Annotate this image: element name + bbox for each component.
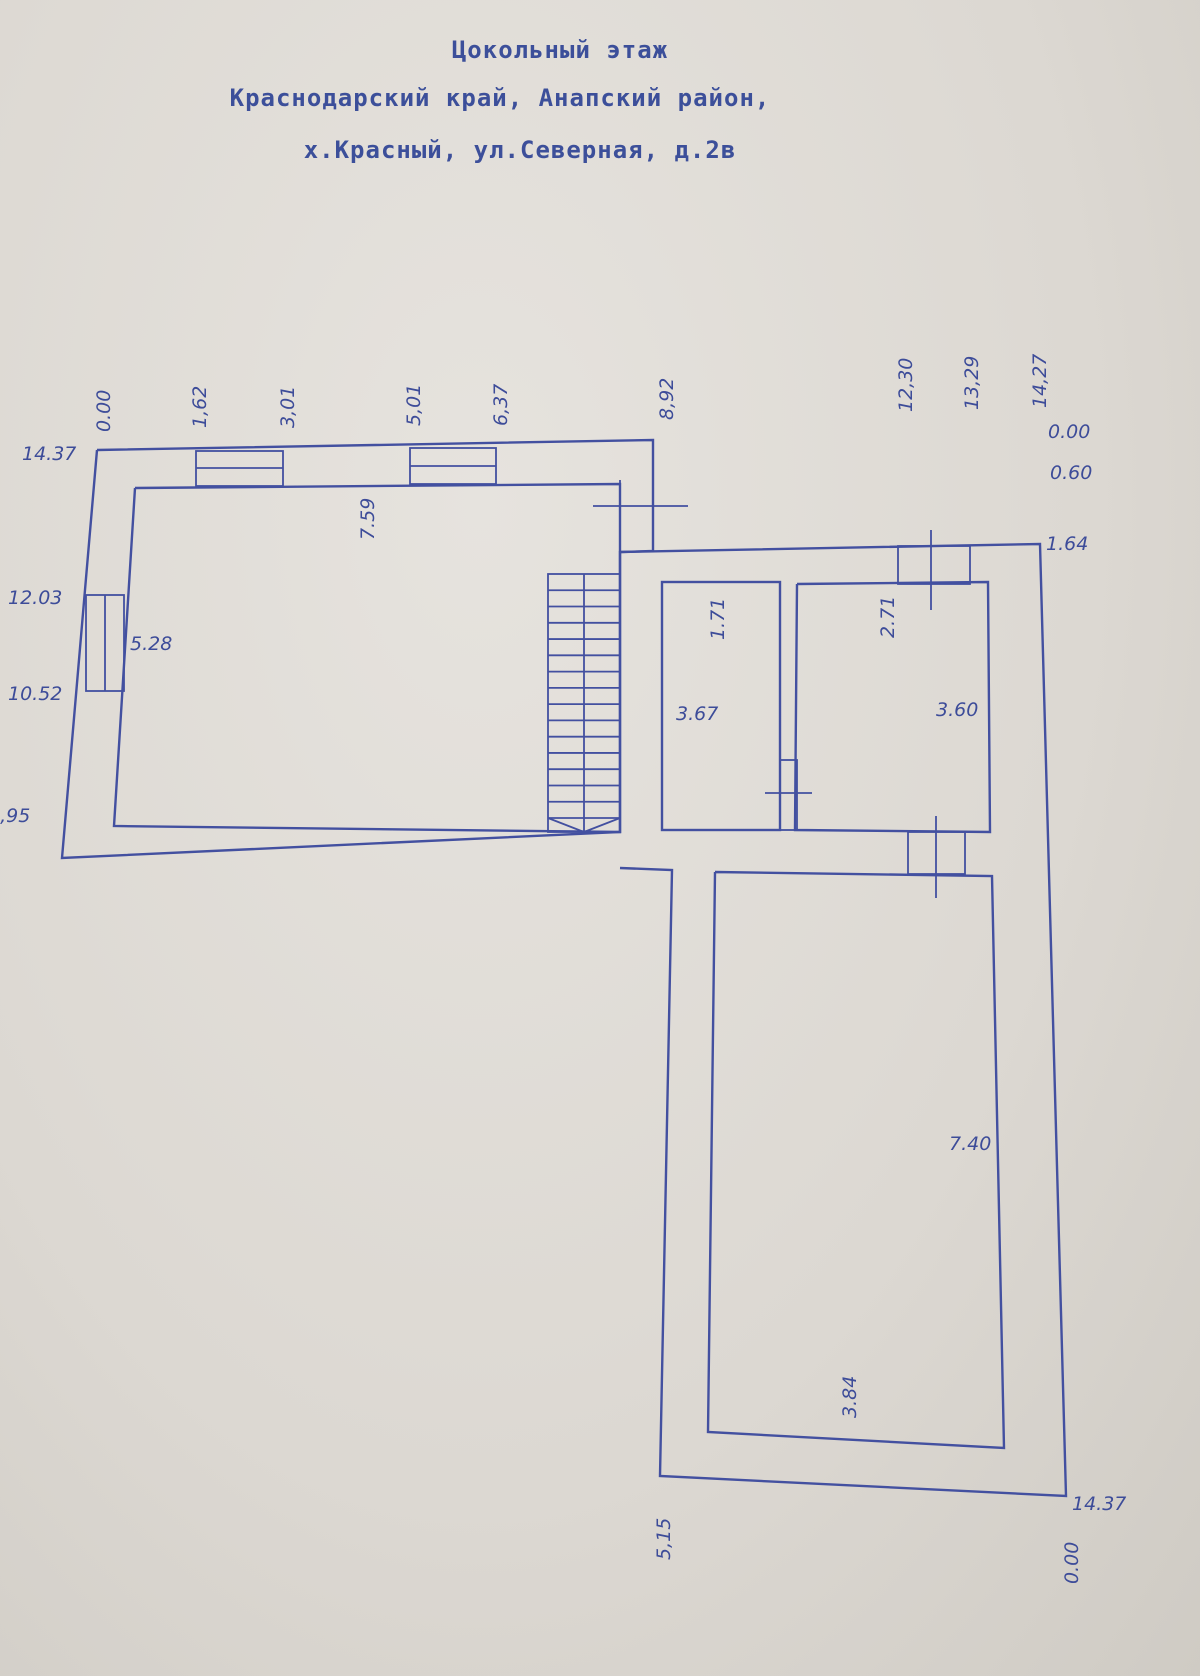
address-line-1: Краснодарский край, Анапский район, [229, 84, 771, 112]
top-tick-5: 8,92 [656, 378, 678, 420]
room-2-depth: 3.67 [676, 703, 718, 725]
staircase [547, 573, 621, 833]
door-top-right-corner [593, 480, 688, 552]
address-line-2: х.Красный, ул.Северная, д.2в [303, 136, 737, 164]
bottom-tick-2: 0.00 [1061, 1542, 1083, 1584]
top-tick-0: 0.00 [93, 390, 115, 432]
top-tick-6: 12,30 [895, 358, 917, 412]
room-4-outline [706, 870, 1006, 1450]
room-4-width: 3.84 [839, 1376, 861, 1418]
room-2-outline [660, 580, 782, 832]
left-window [85, 594, 125, 692]
left-tick-1: 12.03 [8, 587, 62, 609]
stair-direction-arrow [547, 817, 621, 833]
right-tick-0: 0.00 [1048, 421, 1090, 443]
top-tick-4: 6,37 [490, 384, 512, 426]
door-room-2-3 [765, 759, 812, 831]
bottom-tick-0: 5,15 [653, 1518, 675, 1560]
left-tick-2: 10.52 [8, 683, 62, 705]
main-room-width: 7.59 [357, 498, 379, 540]
top-tick-8: 14,27 [1029, 354, 1051, 408]
top-tick-7: 13,29 [961, 356, 983, 410]
top-window-2 [409, 447, 497, 485]
room-dimension-labels: 7.59 5.28 1.71 3.67 2.71 3.60 7.40 3.84 [130, 498, 991, 1418]
left-tick-0: 14.37 [22, 443, 76, 465]
top-tick-2: 3,01 [277, 386, 299, 428]
left-dimension-ticks: 14.37 12.03 10.52 7,95 [0, 443, 76, 827]
door-room-4 [907, 816, 966, 898]
room-3-outline [793, 580, 992, 834]
top-dimension-ticks: 0.00 1,62 3,01 5,01 6,37 8,92 12,30 13,2… [93, 354, 1051, 432]
left-tick-3: 7,95 [0, 805, 30, 827]
right-tick-1: 0.60 [1050, 462, 1092, 484]
room-2-width: 1.71 [707, 598, 729, 640]
room-3-depth: 3.60 [936, 699, 978, 721]
room-3-width: 2.71 [877, 596, 899, 638]
bottom-tick-1: 14.37 [1072, 1493, 1126, 1515]
right-dimension-ticks: 0.00 0.60 1.64 [1046, 421, 1092, 555]
top-tick-3: 5,01 [403, 384, 425, 426]
door-room-3 [897, 530, 971, 610]
top-tick-1: 1,62 [189, 386, 211, 428]
plan-title: Цокольный этаж [451, 36, 669, 64]
top-window-1 [195, 450, 284, 487]
bottom-dimension-ticks: 5,15 14.37 0.00 [653, 1493, 1126, 1584]
outer-wall-right-block [619, 542, 1068, 1498]
room-4-depth: 7.40 [949, 1133, 991, 1155]
right-tick-2: 1.64 [1046, 533, 1088, 555]
main-room-depth: 5.28 [130, 633, 172, 655]
